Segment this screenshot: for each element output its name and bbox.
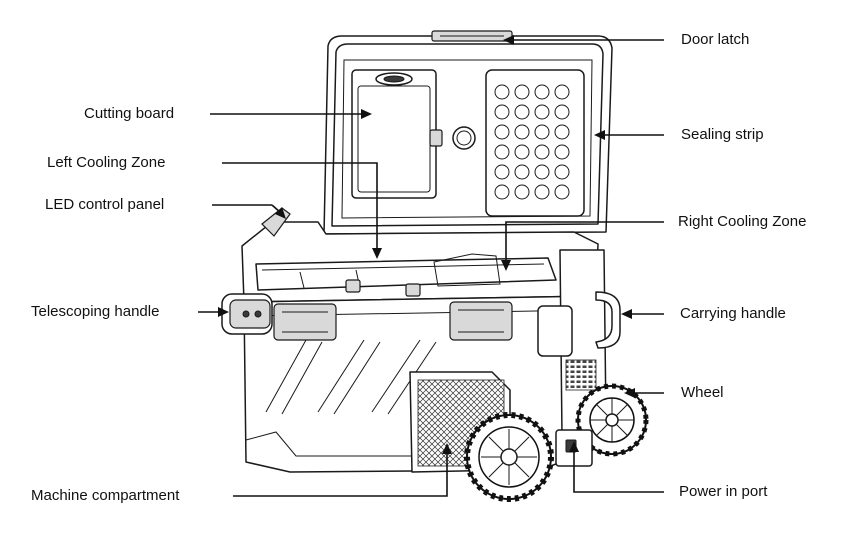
telescoping-handle-shape (221, 293, 273, 335)
cabinet-top (241, 207, 599, 303)
label-sealing-strip: Sealing strip (681, 126, 764, 143)
label-right-cooling-zone: Right Cooling Zone (678, 213, 807, 230)
label-machine-compartment: Machine compartment (31, 487, 180, 504)
label-power-in-port: Power in port (679, 483, 768, 500)
lid (323, 30, 613, 235)
wheel-rear (575, 383, 649, 457)
label-carrying-handle: Carrying handle (680, 305, 786, 322)
label-left-cooling-zone: Left Cooling Zone (47, 154, 166, 171)
wheel-front (464, 412, 554, 502)
label-cutting-board: Cutting board (84, 105, 175, 122)
label-door-latch: Door latch (681, 31, 750, 48)
label-telescoping-handle: Telescoping handle (31, 303, 160, 320)
label-wheel: Wheel (681, 384, 724, 401)
label-led-control-panel: LED control panel (45, 196, 165, 213)
carrying-handle-shape (537, 291, 621, 357)
ice-pack-panel (485, 69, 585, 217)
leader-lines (198, 35, 664, 497)
cutting-board-shape (351, 69, 476, 199)
